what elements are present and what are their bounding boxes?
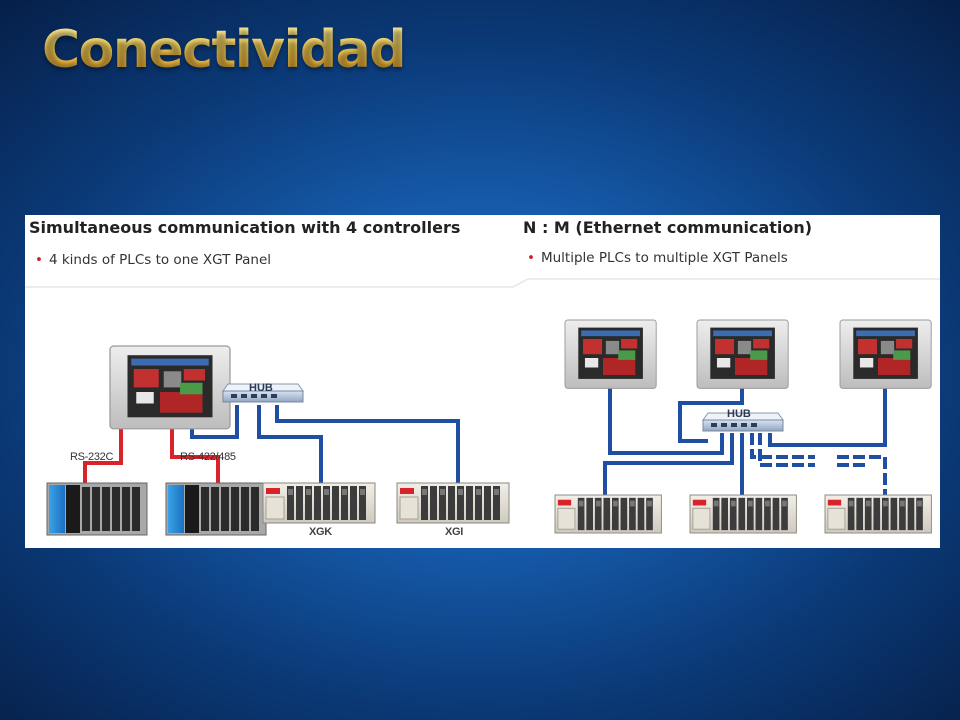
network-diagram <box>25 278 940 536</box>
right-hub-label: HUB <box>727 408 751 420</box>
connectivity-figure: Simultaneous communication with 4 contro… <box>25 215 940 548</box>
right-xgt-panel-2 <box>696 319 789 389</box>
right-xgt-panel-3 <box>839 319 932 389</box>
right-panel-bullet: • Multiple PLCs to multiple XGT Panels <box>527 250 788 266</box>
right-plc-2 <box>689 494 797 534</box>
left-panel-heading: Simultaneous communication with 4 contro… <box>29 218 461 237</box>
plc-rs422 <box>165 482 267 536</box>
plc-xgk <box>262 482 376 524</box>
xgk-label: XGK <box>309 526 332 538</box>
left-panel-bullet: • 4 kinds of PLCs to one XGT Panel <box>35 252 271 268</box>
plc-xgi <box>396 482 510 524</box>
right-xgt-panel-1 <box>564 319 657 389</box>
bullet-dot: • <box>527 250 535 266</box>
plc-rs232 <box>46 482 148 536</box>
left-hub-label: HUB <box>249 382 273 394</box>
rs232-label: RS-232C <box>70 451 114 463</box>
bullet-dot: • <box>35 252 43 268</box>
left-xgt-panel <box>109 345 231 430</box>
right-plc-1 <box>554 494 662 534</box>
left-ethernet-cables <box>190 405 460 483</box>
right-ethernet-cables <box>603 387 887 495</box>
left-serial-cables <box>83 420 220 483</box>
slide-title: Conectividad <box>42 20 406 80</box>
right-plc-3 <box>824 494 932 534</box>
right-panel-bullet-text: Multiple PLCs to multiple XGT Panels <box>540 250 788 266</box>
left-panel-bullet-text: 4 kinds of PLCs to one XGT Panel <box>48 252 272 268</box>
xgi-label: XGI <box>445 526 464 538</box>
rs422-label: RS-422/485 <box>180 451 236 463</box>
right-panel-heading: N : M (Ethernet communication) <box>523 218 813 237</box>
